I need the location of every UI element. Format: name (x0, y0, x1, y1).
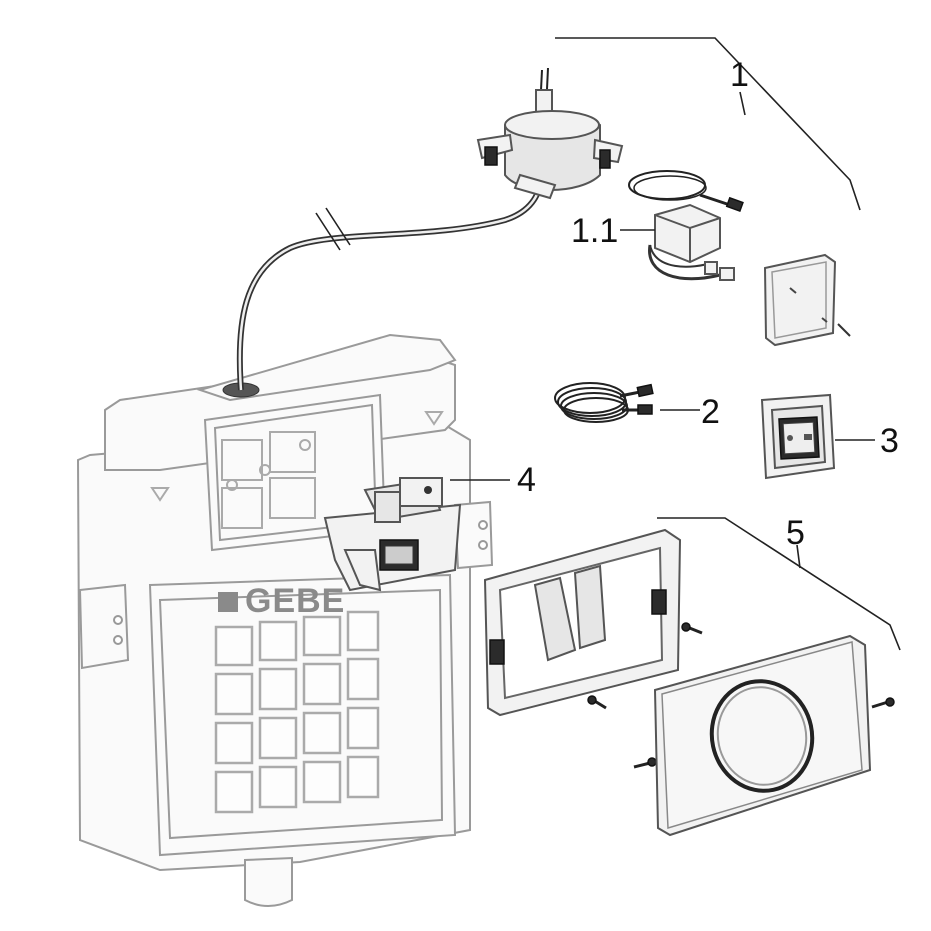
brand-logo-square (218, 592, 238, 612)
label-1: 1 (730, 56, 749, 94)
mounting-frame (483, 528, 895, 769)
leader-lines (450, 37, 901, 651)
label-5: 5 (786, 514, 805, 552)
in-wall-box (476, 67, 624, 200)
flush-module (323, 477, 462, 592)
cistern: GEBE (76, 333, 494, 907)
power-supply-module (628, 170, 744, 281)
actuator-plate (653, 634, 872, 837)
label-2: 2 (701, 393, 720, 431)
sensor-frame (760, 393, 836, 480)
label-1-1: 1.1 (571, 212, 618, 250)
cable-coil (554, 382, 654, 423)
screws (587, 622, 895, 769)
label-3: 3 (880, 422, 899, 460)
cable-break-marks (315, 207, 351, 251)
cistern-grille (214, 610, 380, 814)
cover-plate (763, 253, 851, 347)
label-4: 4 (517, 461, 536, 499)
brand-text: GEBE (245, 582, 345, 620)
